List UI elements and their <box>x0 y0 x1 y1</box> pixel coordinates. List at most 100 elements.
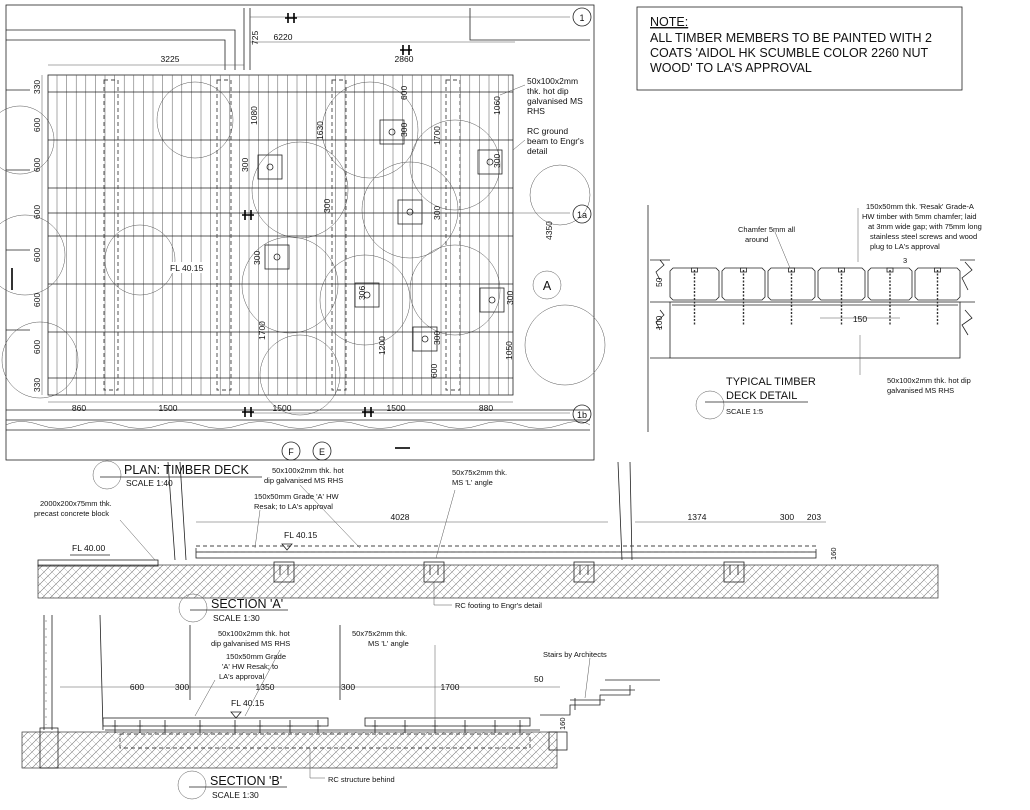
dim-1700b: 1700 <box>257 321 267 340</box>
detail-timber-board <box>817 267 866 301</box>
detail-timber-l5: plug to LA's approval <box>870 242 940 251</box>
detail-dim-150: 150 <box>853 314 867 324</box>
section-a-dim-160: 160 <box>829 547 838 560</box>
section-b-rc-structure <box>119 733 531 749</box>
note-box: NOTE: ALL TIMBER MEMBERS TO BE PAINTED W… <box>636 6 963 91</box>
section-b-rhs-l2: dip galvanised MS RHS <box>211 639 290 648</box>
callout-rhs-l2: thk. hot dip <box>527 86 569 96</box>
section-b-rhs-l1: 50x100x2mm thk. hot <box>218 629 291 638</box>
section-a-boards <box>195 545 817 553</box>
section-b-angle-l2: MS 'L' angle <box>368 639 409 648</box>
section-a-ground <box>37 564 939 599</box>
detail-title-bubble <box>695 390 725 420</box>
section-a-title-bubble <box>178 593 208 623</box>
section-b-dim-300a: 300 <box>175 682 189 692</box>
section-marker-a-label: A <box>543 279 552 293</box>
detail-timber-l3: at 3mm wide gap; with 75mm long <box>868 222 982 231</box>
section-marker-a <box>532 270 562 300</box>
section-b-stairs-note: Stairs by Architects <box>543 650 607 659</box>
section-a-rhs-l2: dip galvanised MS RHS <box>264 476 343 485</box>
dim-1200: 1200 <box>377 336 387 355</box>
dim-1060: 1060 <box>492 96 502 115</box>
detail-timber-board <box>669 267 720 301</box>
rc-footings <box>257 119 505 352</box>
grid-label-1b: 1b <box>577 410 587 420</box>
section-b-bolt <box>315 720 321 733</box>
section-b-bolt <box>372 720 378 733</box>
left-dim-label: 600 <box>32 118 42 132</box>
section-b-footing <box>548 731 568 751</box>
section-b-dim-1700: 1700 <box>441 682 460 692</box>
section-b-title-bubble <box>177 770 207 800</box>
dim-1080: 1080 <box>249 106 259 125</box>
dim-300d: 300 <box>492 154 502 168</box>
detail-timber-l4: stainless steel screws and wood <box>870 232 977 241</box>
dim-4350: 4350 <box>544 221 554 240</box>
plan-inner-dimensions: 1080 300 1630 600 300 1700 300 1060 300 … <box>240 86 554 378</box>
section-b-timber-l3: LA's approval <box>219 672 265 681</box>
section-b-bolt <box>162 720 168 733</box>
section-a-angle-l2: MS 'L' angle <box>452 478 493 487</box>
plan-tree-canopies <box>0 81 606 416</box>
detail-timber-l2: HW timber with 5mm chamfer; laid <box>862 212 977 221</box>
callout-rc-l2: beam to Engr's <box>527 136 584 146</box>
grid-bubble-f <box>281 441 301 461</box>
grid-bubble-1a <box>572 204 592 224</box>
plan-grid: 1 1a 1b F E A <box>11 7 592 461</box>
dim-300a: 300 <box>240 158 250 172</box>
detail-wood-plug <box>838 267 845 273</box>
detail-title-l1: TYPICAL TIMBER <box>726 376 816 388</box>
detail-dim-3: 3 <box>903 256 907 265</box>
section-a-dim-1374: 1374 <box>688 512 707 522</box>
section-a-angle-l1: 50x75x2mm thk. <box>452 468 507 477</box>
dim-1700a: 1700 <box>432 126 442 145</box>
dim-300c: 300 <box>322 199 332 213</box>
callout-rhs-l4: RHS <box>527 106 545 116</box>
section-b-dim-1350: 1350 <box>256 682 275 692</box>
section-a-title: SECTION 'A' <box>211 597 283 611</box>
callout-rc-l1: RC ground <box>527 126 568 136</box>
bottom-dim-880: 880 <box>479 403 493 413</box>
section-b-bolt <box>232 720 238 733</box>
left-dim-label: 600 <box>32 293 42 307</box>
detail-timber-l1: 150x50mm thk. 'Resak' Grade-A <box>866 202 974 211</box>
plan-top-dimensions: 3225 725 6220 2860 <box>48 31 515 66</box>
note-line-3: WOOD' TO LA'S APPROVAL <box>650 61 812 75</box>
detail-dim-100: 100 <box>654 316 664 330</box>
section-b-dim-600: 600 <box>130 682 144 692</box>
detail-wood-plug <box>740 267 747 273</box>
detail-timber-boards <box>669 267 961 325</box>
section-b-stairs <box>540 685 635 716</box>
section-b-bolt <box>257 720 263 733</box>
grid-bubble-e <box>312 441 332 461</box>
detail-timber-board <box>867 267 913 301</box>
grid-bubble-1 <box>572 7 592 27</box>
section-b-bolt <box>517 720 523 733</box>
section-b-dim-160: 160 <box>558 717 567 730</box>
detail-title-l2: DECK DETAIL <box>726 390 797 402</box>
section-b-column <box>39 727 59 769</box>
section-b-bolt <box>402 720 408 733</box>
note-line-2: COATS 'AIDOL HK SCUMBLE COLOR 2260 NUT <box>650 46 929 60</box>
section-a-timber-l2: Resak; to LA's approval <box>254 502 333 511</box>
section-b-bolt <box>462 720 468 733</box>
section-a-scale: SCALE 1:30 <box>213 613 260 623</box>
section-b-dim-300b: 300 <box>341 682 355 692</box>
left-dim-label: 600 <box>32 158 42 172</box>
left-dim-label: 600 <box>32 205 42 219</box>
grid-label-f: F <box>288 447 294 457</box>
deck-outline <box>47 74 514 396</box>
grid-label-1a: 1a <box>577 210 587 220</box>
detail-wood-plug <box>886 267 894 273</box>
section-b-deck-right <box>364 717 531 727</box>
section-b-timber-l2: 'A' HW Resak; to <box>222 662 278 671</box>
plan-paving <box>5 8 591 431</box>
detail-timber-board <box>767 267 816 301</box>
dim-1050: 1050 <box>504 341 514 360</box>
bottom-dim-1500b: 1500 <box>273 403 292 413</box>
detail-rhs-l1: 50x100x2mm thk. hot dip <box>887 376 971 385</box>
callout-rhs-l3: galvanised MS <box>527 96 583 106</box>
callout-rhs-l1: 50x100x2mm <box>527 76 578 86</box>
detail-timber-board <box>914 267 961 301</box>
dim-300f: 300 <box>252 251 262 265</box>
